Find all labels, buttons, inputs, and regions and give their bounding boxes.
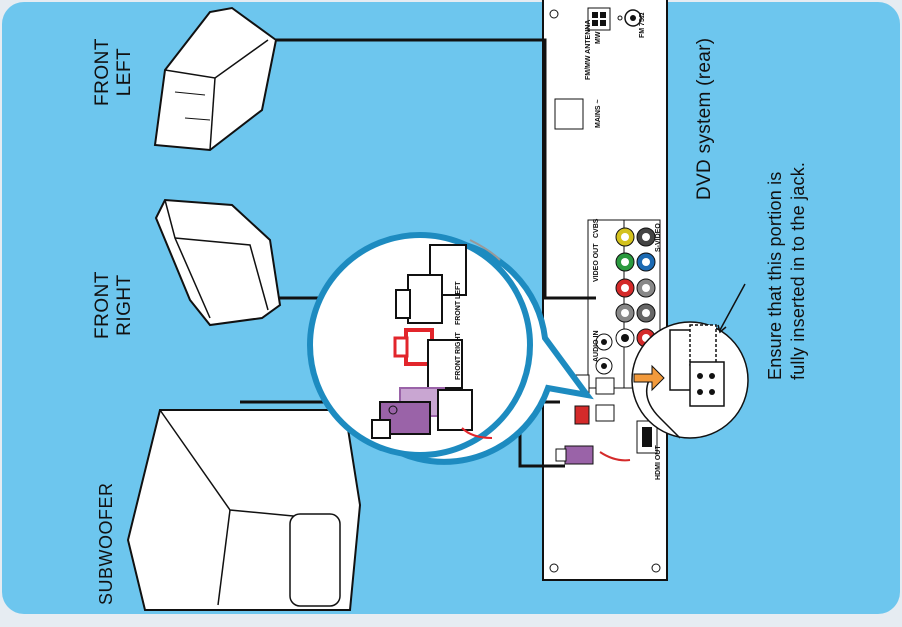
video-out-text: VIDEO OUT xyxy=(593,243,600,282)
mains-text: MAINS ~ xyxy=(595,99,602,128)
subwoofer-label: SUBWOOFER xyxy=(96,482,116,605)
insertion-note-line1: Ensure that this portion is xyxy=(765,171,785,380)
dvd-system-label: DVD system (rear) xyxy=(694,37,715,200)
mw-text: MW xyxy=(595,31,602,44)
front-left-label-line2: LEFT xyxy=(114,47,135,97)
front-left-label: FRONT LEFT xyxy=(92,38,136,106)
zoom-front-right-text: FRONT RIGHT xyxy=(455,331,462,380)
insertion-note: Ensure that this portion is fully insert… xyxy=(764,162,810,380)
zoom-callout: FRONT LEFT FRONT RIGHT xyxy=(307,232,594,465)
front-right-label-line1: FRONT xyxy=(92,271,113,339)
hdmi-text: HDMI OUT xyxy=(655,445,662,480)
front-left-label-line1: FRONT xyxy=(92,38,113,106)
front-right-label-line2: RIGHT xyxy=(114,274,135,336)
svideo-text: S-VIDEO xyxy=(655,223,662,252)
zoom-front-left-text: FRONT LEFT xyxy=(455,281,462,325)
audio-in-text: AUDIO IN xyxy=(593,331,600,363)
front-left-speaker xyxy=(153,6,278,152)
subwoofer xyxy=(126,409,362,611)
antenna-text: FM/MW ANTENNA xyxy=(585,20,592,80)
insertion-note-line2: fully inserted in to the jack. xyxy=(788,161,808,380)
fm-text: FM 75Ω xyxy=(639,12,646,38)
front-right-speaker xyxy=(154,198,282,327)
dvd-rear-panel: FM/MW ANTENNA MW FM 75Ω MAINS ~ xyxy=(542,0,668,581)
cvbs-text: CVBS xyxy=(593,218,600,238)
front-right-label: FRONT RIGHT xyxy=(92,271,136,339)
insertion-detail xyxy=(631,283,749,439)
